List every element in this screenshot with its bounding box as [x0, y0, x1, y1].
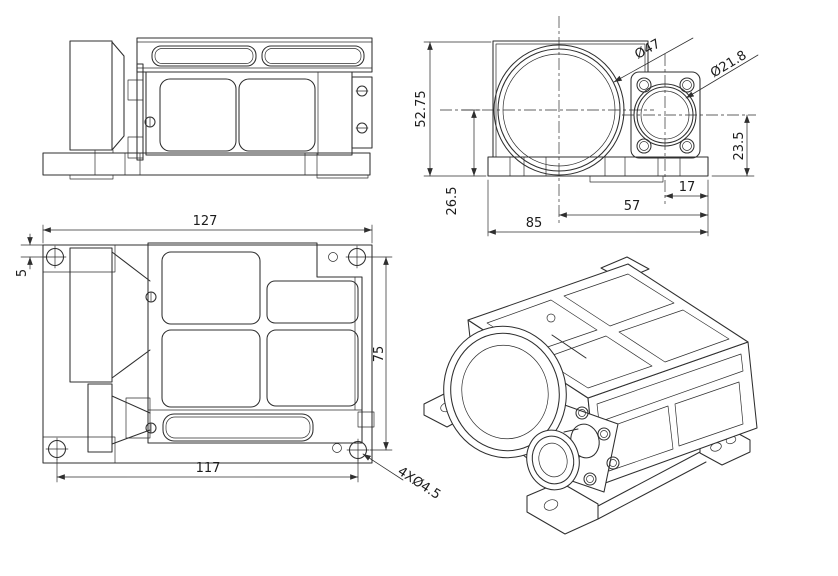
dim-small-lens-center-height: 23.5: [732, 132, 747, 161]
screw-icon: [597, 427, 611, 441]
iso-small-lens-bezel: [526, 429, 580, 491]
dim-small-lens-to-edge: 17: [679, 180, 696, 195]
top-small-lens: [87, 383, 113, 453]
side-panel: [159, 78, 237, 152]
screw-icon: [636, 138, 652, 154]
iso-side-panel: [674, 381, 744, 447]
front-body-outline: [492, 40, 649, 158]
top-slot: [162, 413, 314, 442]
dim-overall-height: 52.75: [414, 90, 429, 127]
top-view: 127 5 75 117 4XØ4.5: [15, 214, 443, 503]
side-base-plate: [42, 152, 371, 176]
mounting-plate: [42, 244, 373, 464]
dim-ear-offset: 5: [15, 269, 30, 277]
dim-base-width: 85: [526, 216, 543, 231]
pin-hole: [332, 443, 342, 453]
screw-icon: [636, 77, 652, 93]
iso-top-panel: [541, 335, 653, 389]
top-dimensions: 127 5 75 117 4XØ4.5: [15, 214, 443, 503]
dim-overall-length: 127: [193, 214, 218, 229]
dim-mount-hole-callout: 4XØ4.5: [395, 464, 444, 503]
iso-top-panel: [563, 273, 675, 327]
iso-small-lens-glass: [538, 442, 568, 478]
front-view: 52.75 26.5 23.5 17 57 85 Ø47 Ø21: [414, 16, 759, 237]
iso-front-foot: [526, 481, 599, 535]
pin-hole: [328, 252, 338, 262]
side-top-slot: [151, 45, 257, 67]
iso-small-lens-rim: [531, 435, 575, 485]
iso-large-lens-glass: [461, 344, 549, 440]
screw-icon: [679, 138, 695, 154]
dim-large-lens-center-height: 26.5: [445, 187, 460, 216]
top-panel: [161, 251, 261, 325]
side-view: [42, 37, 373, 180]
connector: [357, 411, 375, 428]
side-body: [145, 71, 353, 156]
top-panel: [266, 280, 359, 324]
top-lens-hood: [69, 247, 113, 383]
dim-large-lens-to-edge: 57: [624, 199, 641, 214]
screw-icon: [679, 77, 695, 93]
front-dimensions: 52.75 26.5 23.5 17 57 85 Ø47 Ø21: [414, 37, 759, 237]
mount-holes: [43, 245, 370, 462]
side-top-cover: [136, 37, 373, 73]
top-panel: [161, 329, 261, 408]
screw-icon: [583, 472, 597, 486]
screw-icon: [606, 456, 620, 470]
iso-side-strip: [596, 353, 744, 423]
iso-foot-hole: [543, 499, 559, 511]
dim-mount-hole-span-horizontal: 117: [196, 461, 221, 476]
iso-large-lens-rim: [450, 332, 560, 452]
top-panel: [266, 329, 359, 407]
dim-small-lens-diameter: Ø21.8: [708, 48, 749, 81]
screw-icon: [575, 406, 589, 420]
screw-icon: [546, 313, 556, 323]
front-base: [487, 156, 709, 177]
top-body: [147, 242, 363, 444]
side-bracket: [351, 76, 373, 149]
side-top-slot: [261, 45, 365, 67]
iso-large-lens-bezel: [443, 325, 567, 459]
dim-mount-hole-span-vertical: 75: [372, 346, 387, 363]
side-panel: [238, 78, 316, 152]
side-lens-hood: [69, 40, 113, 151]
iso-top-panel: [618, 309, 730, 363]
isometric-view: [423, 256, 758, 535]
